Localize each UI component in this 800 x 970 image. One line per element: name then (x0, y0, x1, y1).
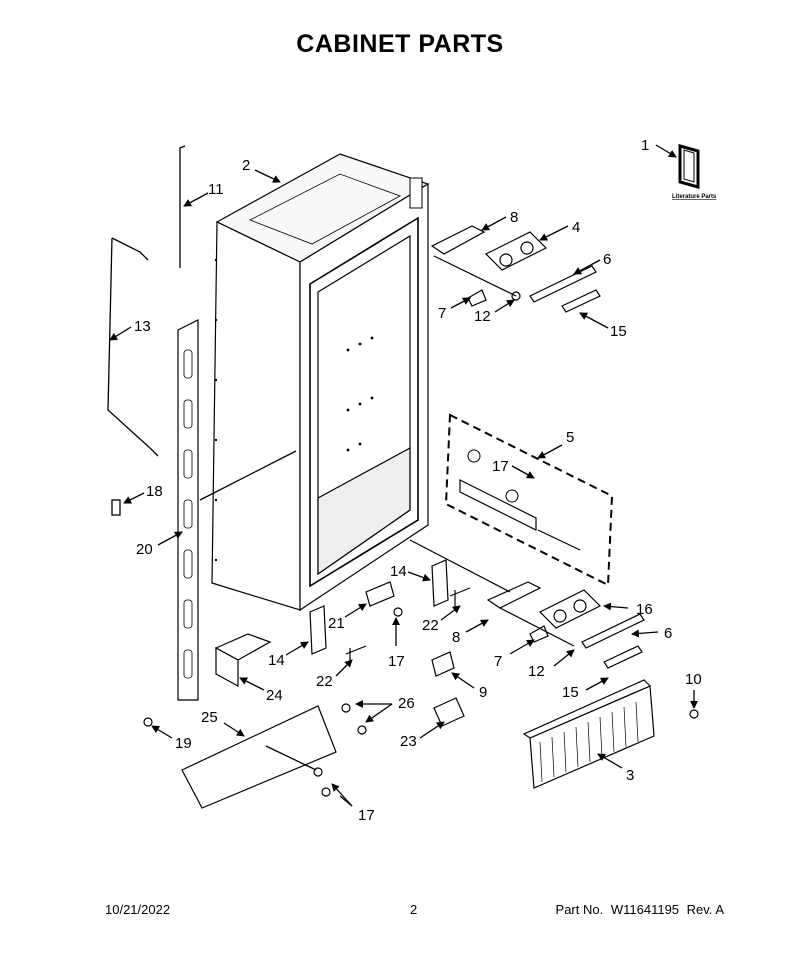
brackets-group (214, 559, 471, 727)
part-label: Part No. (555, 902, 604, 917)
footer-date: 10/21/2022 (105, 902, 171, 917)
callout-5: 5 (566, 429, 574, 446)
callout-8-lower: 8 (452, 629, 460, 646)
callout-15-upper: 15 (610, 323, 627, 340)
callout-7-upper: 7 (438, 305, 446, 322)
callout-3: 3 (626, 767, 634, 784)
grille-3 (522, 679, 655, 789)
callout-12-upper: 12 (474, 308, 491, 325)
footer-page-number: 2 (410, 902, 418, 917)
revision: Rev. A (686, 902, 724, 917)
callout-10: 10 (685, 671, 702, 688)
side-trim-20 (177, 319, 199, 701)
callout-1: 1 (641, 137, 649, 154)
callout-8-upper: 8 (510, 209, 518, 226)
callout-4: 4 (572, 219, 580, 236)
literature-label: Literature Parts (672, 194, 717, 200)
wire-harness-11 (179, 145, 186, 268)
page-title: CABINET PARTS (296, 30, 504, 58)
clip-18 (111, 499, 121, 516)
wire-harness-13 (107, 237, 159, 457)
callout-16: 16 (636, 601, 653, 618)
callout-6-upper: 6 (603, 251, 611, 268)
callout-13: 13 (134, 318, 151, 335)
leader-lines (109, 144, 698, 807)
lower-hinge-assembly (409, 539, 645, 669)
callout-6-lower: 6 (664, 625, 672, 642)
callout-23: 23 (400, 733, 417, 750)
footer-part-info: Part No. W11641195 Rev. A (552, 902, 724, 917)
callout-25: 25 (201, 709, 218, 726)
cabinet-body (211, 153, 430, 612)
callout-17-center: 17 (388, 653, 405, 670)
callout-labels: 1 2 3 4 5 6 6 7 7 8 8 9 10 11 12 12 13 1… (134, 137, 702, 824)
callout-17-kit: 17 (492, 458, 509, 475)
callout-26: 26 (398, 695, 415, 712)
callout-21: 21 (328, 615, 345, 632)
callout-19: 19 (175, 735, 192, 752)
toe-kick-panel-25 (181, 705, 337, 809)
callout-11: 11 (208, 181, 224, 198)
callout-22-lower: 22 (316, 673, 333, 690)
callout-20: 20 (136, 541, 153, 558)
callout-14-upper: 14 (390, 563, 407, 580)
part-number: W11641195 (610, 902, 680, 917)
literature-parts-icon: Literature Parts (672, 144, 717, 200)
callout-9: 9 (479, 684, 487, 701)
callout-24: 24 (266, 687, 283, 704)
callout-17-bottom: 17 (358, 807, 375, 824)
upper-hinge-assembly (430, 225, 601, 313)
callout-22-upper: 22 (422, 617, 439, 634)
callout-2: 2 (242, 157, 250, 174)
callout-7-lower: 7 (494, 653, 502, 670)
callout-18: 18 (146, 483, 163, 500)
callout-14-lower: 14 (268, 652, 285, 669)
hinge-kit-5 (444, 413, 614, 587)
callout-15-lower: 15 (562, 684, 579, 701)
callout-12-lower: 12 (528, 663, 545, 680)
screws-group (143, 703, 699, 797)
